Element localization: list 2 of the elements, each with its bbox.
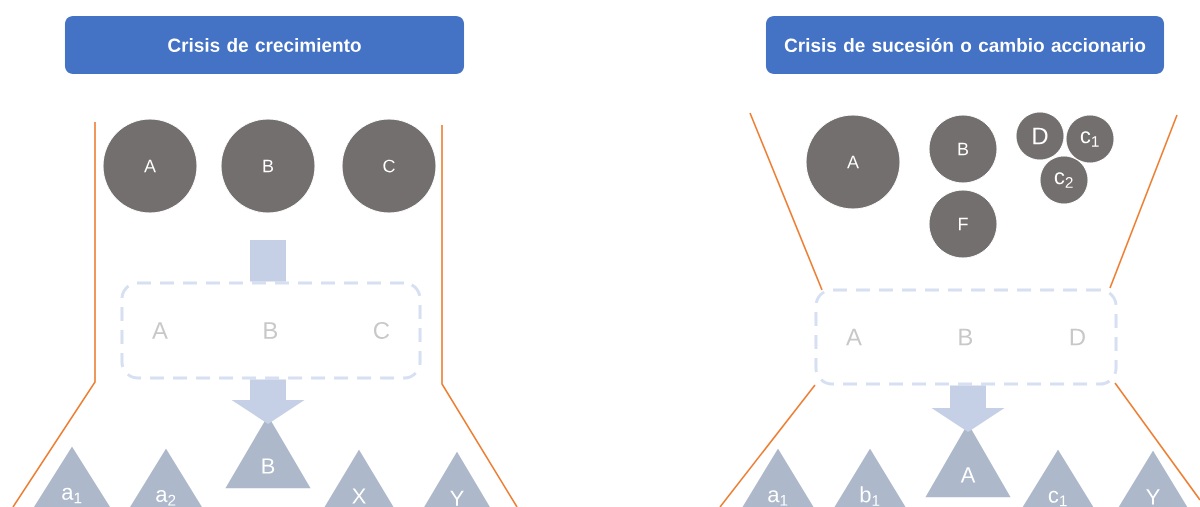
title-box: Crisis de sucesión o cambio accionario (765, 16, 1165, 74)
title-box: Crisis de crecimiento (64, 16, 465, 74)
